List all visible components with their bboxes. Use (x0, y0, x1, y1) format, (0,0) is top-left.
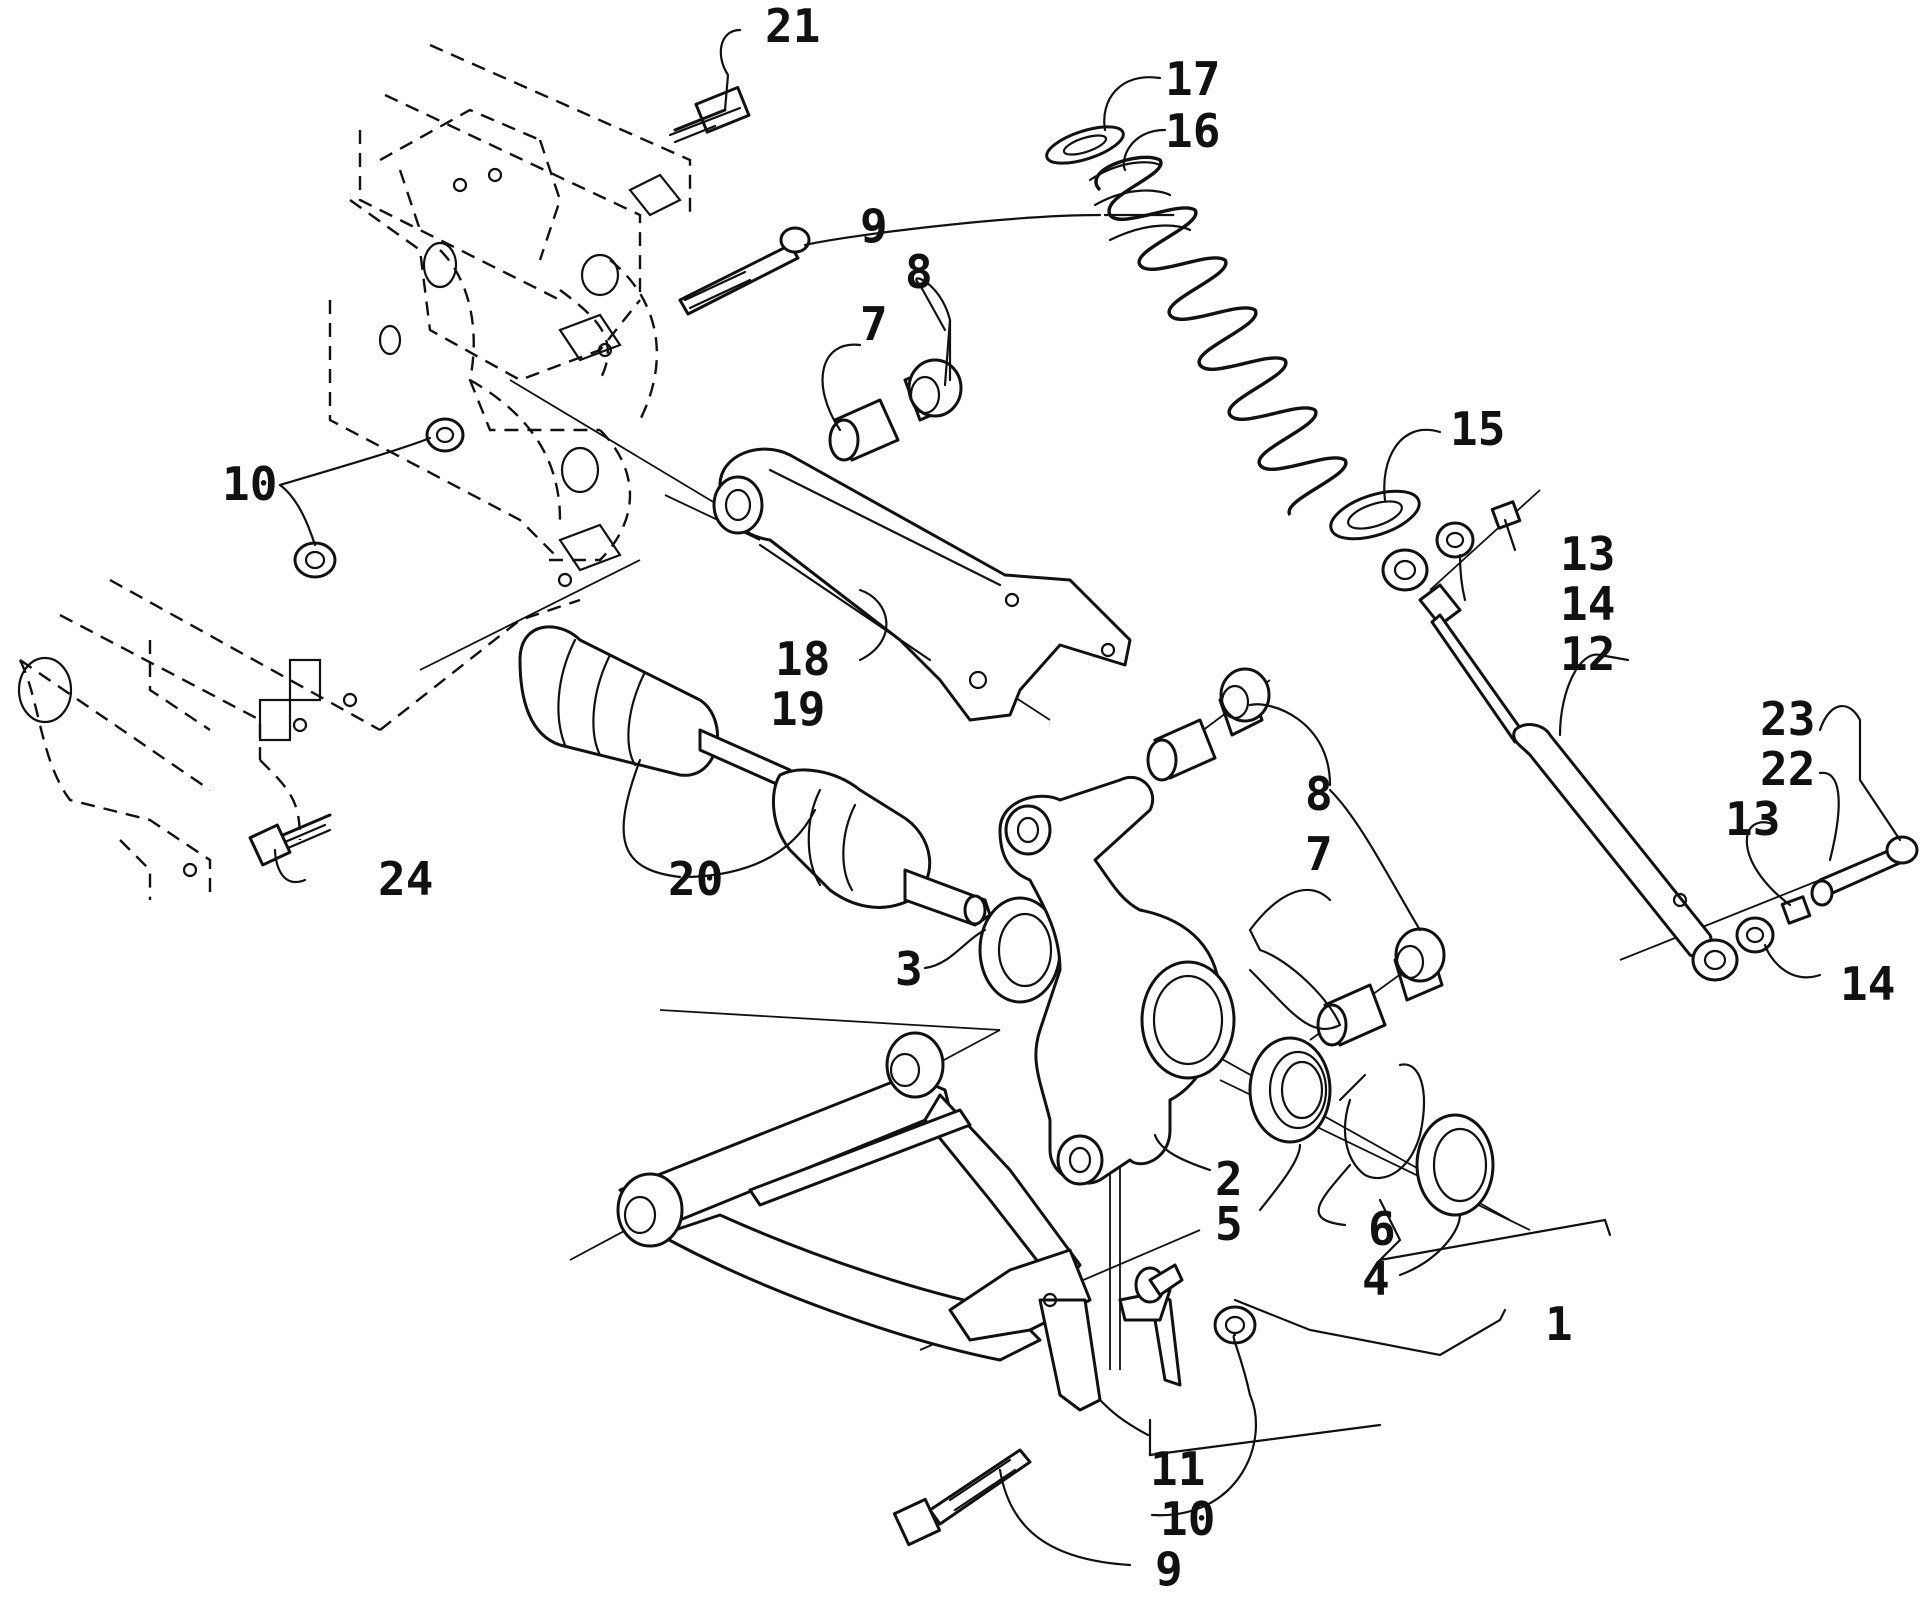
callout-24: 24 (378, 852, 433, 906)
callout-22: 22 (1760, 742, 1815, 796)
bushing-14-upper (1435, 521, 1475, 559)
callout-23: 23 (1760, 692, 1815, 746)
callout-5: 5 (1215, 1197, 1243, 1251)
bushing-13-lower (1780, 895, 1812, 925)
callout-1: 1 (1545, 1297, 1573, 1351)
callout-12: 12 (1560, 627, 1615, 681)
callout-20: 20 (668, 852, 723, 906)
callout-10-upper: 10 (222, 457, 277, 511)
collar-15 (1329, 489, 1421, 541)
callout-19: 19 (770, 682, 825, 736)
callout-11: 11 (1150, 1442, 1205, 1496)
bushing-14-lower (1735, 916, 1775, 954)
bushing-13-upper (1490, 500, 1522, 530)
callout-21: 21 (765, 0, 820, 53)
callout-10-lower: 10 (1160, 1492, 1215, 1546)
callout-18: 18 (775, 632, 830, 686)
callout-13-lower: 13 (1725, 792, 1780, 846)
upper-arm-18 (712, 447, 1132, 722)
shock-12 (1381, 548, 1739, 982)
callout-3: 3 (895, 942, 923, 996)
frame-outline (18, 43, 692, 900)
callout-8-lower: 8 (1305, 767, 1333, 821)
nut-10-lower (1213, 1305, 1257, 1345)
callouts: 21 17 16 9 8 7 15 10 13 14 12 18 19 23 2… (222, 0, 1895, 1596)
bolt-24 (248, 813, 332, 867)
seal-4 (1415, 1113, 1495, 1217)
spring-16 (1088, 155, 1348, 516)
lower-a-arm (616, 1031, 1184, 1412)
callout-9-lower: 9 (1155, 1542, 1183, 1596)
nut-10-lower-left (293, 541, 337, 579)
knuckle-2 (998, 775, 1236, 1186)
collar-17 (1045, 125, 1125, 165)
callout-14-upper: 14 (1560, 577, 1615, 631)
callout-2: 2 (1215, 1152, 1243, 1206)
bushings-7-8-middle (1146, 667, 1271, 782)
callout-16: 16 (1165, 104, 1220, 158)
bolt-9-upper (678, 226, 811, 316)
callout-4: 4 (1362, 1252, 1390, 1306)
callout-6: 6 (1368, 1202, 1396, 1256)
callout-9-upper: 9 (860, 199, 888, 253)
callout-15: 15 (1450, 402, 1505, 456)
callout-7-lower: 7 (1305, 827, 1333, 881)
bearing-5 (1248, 1036, 1332, 1144)
callout-7-upper: 7 (860, 297, 888, 351)
bolt-23 (1818, 835, 1919, 897)
callout-13-upper: 13 (1560, 527, 1615, 581)
bolt-21 (668, 85, 751, 144)
bushings-7-8-lower (1316, 927, 1446, 1047)
frame-details (17, 167, 682, 878)
bolt-9-lower (892, 1448, 1032, 1547)
callout-14-lower: 14 (1840, 957, 1895, 1011)
washer-22 (1810, 879, 1834, 907)
bushings-7-8-upper (828, 358, 963, 462)
leader-lines (273, 28, 1902, 1567)
cv-axle-19-20 (518, 625, 992, 927)
callout-17: 17 (1165, 52, 1220, 106)
nut-10-upper (425, 417, 465, 453)
callout-8-upper: 8 (905, 245, 933, 299)
snap-ring-6 (1338, 1063, 1425, 1180)
